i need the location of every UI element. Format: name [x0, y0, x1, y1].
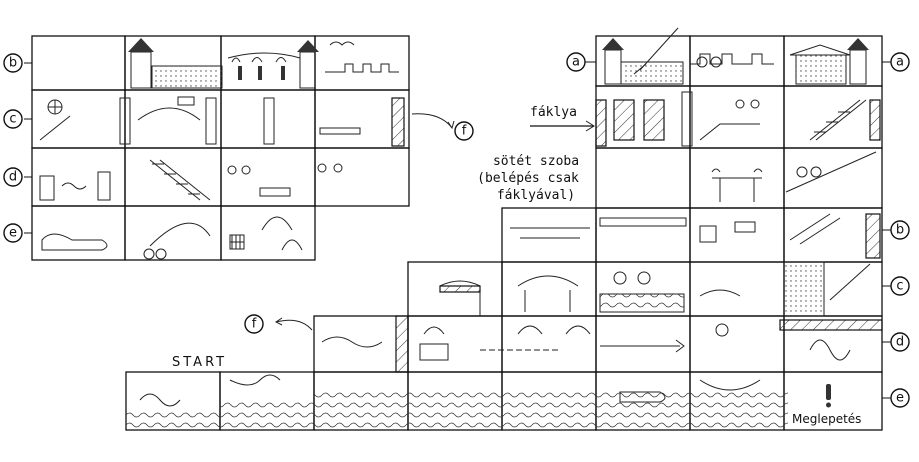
- connector-f-top: f: [411, 113, 474, 141]
- row-marker-e-right: e: [882, 388, 910, 408]
- svg-text:f: f: [252, 317, 257, 332]
- row-marker-c-right: c: [882, 276, 910, 296]
- surprise-label: Meglepetés: [792, 412, 862, 426]
- svg-text:a: a: [896, 55, 904, 70]
- right-left-row-markers: a: [566, 52, 596, 72]
- start-label: START: [172, 355, 228, 370]
- right-row-markers: a b c d e: [882, 52, 910, 408]
- row-marker-b-right: b: [882, 220, 910, 240]
- svg-text:d: d: [9, 170, 17, 185]
- svg-text:e: e: [896, 391, 904, 406]
- exclamation-icon: [826, 384, 831, 408]
- svg-text:e: e: [9, 226, 17, 241]
- torch-label: fáklya: [530, 105, 577, 120]
- row-marker-c: c: [3, 109, 32, 129]
- row-marker-a-left: a: [566, 52, 596, 72]
- row-marker-e: e: [3, 223, 32, 243]
- pointer-line: [639, 27, 679, 71]
- svg-text:c: c: [896, 279, 903, 294]
- right-map-sketch: [126, 38, 883, 430]
- svg-text:f: f: [462, 124, 467, 139]
- right-map-grid: [125, 35, 883, 431]
- row-marker-d: d: [3, 167, 32, 187]
- left-map-grid: [31, 35, 410, 261]
- svg-text:c: c: [9, 112, 16, 127]
- dark-room-label-line1: sötét szoba: [492, 154, 580, 169]
- row-marker-b: b: [3, 53, 32, 73]
- connector-f-bottom: f: [244, 314, 313, 334]
- svg-text:b: b: [896, 223, 904, 238]
- arrow-right-icon: [530, 120, 595, 132]
- dark-room-label-line3: fáklyával): [496, 188, 576, 203]
- row-marker-d-right: d: [882, 332, 910, 352]
- dark-room-label-line2: (belépés csak: [477, 171, 579, 186]
- left-map-sketch: [39, 38, 405, 260]
- svg-text:a: a: [572, 55, 580, 70]
- svg-text:b: b: [9, 56, 17, 71]
- row-marker-a-right: a: [882, 52, 910, 72]
- left-row-markers: b c d e: [3, 53, 32, 243]
- svg-text:d: d: [896, 335, 904, 350]
